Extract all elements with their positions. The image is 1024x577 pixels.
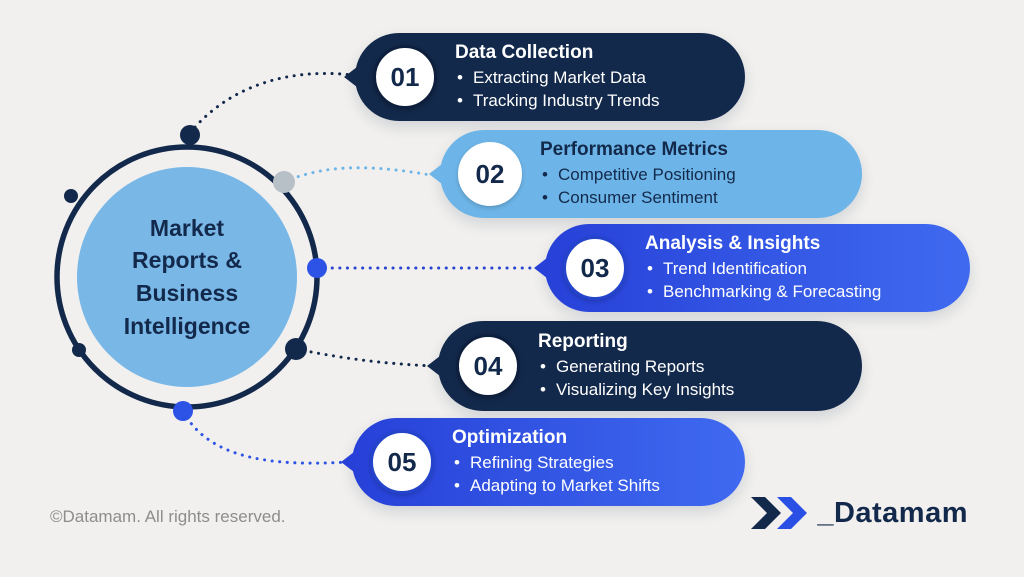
ring-dot-bottom-blue	[173, 401, 193, 421]
step-number: 02	[475, 158, 505, 189]
copyright-text: ©Datamam. All rights reserved.	[50, 507, 286, 526]
pill-tip	[429, 164, 442, 184]
step-number: 01	[390, 61, 420, 92]
step-content: Analysis & Insights Trend Identification…	[645, 224, 958, 312]
step-number-badge: 02	[458, 142, 522, 206]
pill-tip	[344, 67, 357, 87]
step-title: Analysis & Insights	[645, 233, 821, 255]
step-bullet: Competitive Positioning	[540, 164, 850, 187]
step-bullet-list: Generating Reports Visualizing Key Insig…	[538, 356, 850, 401]
step-card-data-collection: 01 Data Collection Extracting Market Dat…	[344, 33, 745, 121]
step-number: 03	[580, 252, 610, 283]
step-number-badge: 01	[373, 45, 437, 109]
datamam-chevrons-icon	[751, 497, 808, 529]
ring-dot-lower-left	[72, 343, 86, 357]
step-bullet: Extracting Market Data	[455, 67, 733, 90]
central-topic-title: Market Reports & Business Intelligence	[123, 214, 251, 339]
step-bullet-list: Trend Identification Benchmarking & Fore…	[645, 258, 958, 303]
step-number: 05	[387, 446, 417, 477]
datamam-logo: _Datamam	[751, 496, 968, 530]
step-bullet: Generating Reports	[538, 356, 850, 379]
ring-dot-upper-left	[64, 189, 78, 203]
step-bullet: Benchmarking & Forecasting	[645, 281, 958, 304]
pill-tip	[341, 452, 354, 472]
step-title: Optimization	[452, 427, 568, 449]
step-card-performance-metrics: 02 Performance Metrics Competitive Posit…	[429, 130, 862, 218]
logo-wordmark: _Datamam	[817, 496, 968, 529]
ring-dot-lower-right	[285, 338, 307, 360]
step-bullet: Visualizing Key Insights	[538, 379, 850, 402]
step-bullet: Adapting to Market Shifts	[452, 475, 733, 498]
step-title: Performance Metrics	[540, 139, 728, 161]
step-number-badge: 04	[456, 334, 520, 398]
step-content: Data Collection Extracting Market Data T…	[455, 33, 733, 121]
step-bullet-list: Competitive Positioning Consumer Sentime…	[540, 164, 850, 209]
step-card-analysis-insights: 03 Analysis & Insights Trend Identificat…	[534, 224, 970, 312]
step-bullet-list: Extracting Market Data Tracking Industry…	[455, 67, 733, 112]
step-bullet: Consumer Sentiment	[540, 187, 850, 210]
connector-line-4	[294, 347, 436, 368]
central-topic-circle: Market Reports & Business Intelligence	[77, 167, 297, 387]
step-card-optimization: 05 Optimization Refining Strategies Adap…	[341, 418, 745, 506]
step-title: Data Collection	[455, 42, 594, 64]
step-card-reporting: 04 Reporting Generating Reports Visualiz…	[427, 321, 862, 411]
connector-line-1	[188, 71, 354, 135]
ring-dot-gray	[273, 171, 295, 193]
step-bullet-list: Refining Strategies Adapting to Market S…	[452, 452, 733, 497]
step-title: Reporting	[538, 331, 628, 353]
step-content: Reporting Generating Reports Visualizing…	[538, 321, 850, 411]
step-bullet: Tracking Industry Trends	[455, 90, 733, 113]
step-bullet: Trend Identification	[645, 258, 958, 281]
pill-tip	[427, 356, 440, 376]
step-bullet: Refining Strategies	[452, 452, 733, 475]
step-number-badge: 05	[370, 430, 434, 494]
pill-tip	[534, 258, 547, 278]
step-content: Optimization Refining Strategies Adaptin…	[452, 418, 733, 506]
ring-dot-right-blue	[307, 258, 327, 278]
ring-dot-top	[180, 125, 200, 145]
connector-line-2	[282, 166, 438, 184]
connector-line-5	[181, 409, 350, 465]
step-content: Performance Metrics Competitive Position…	[540, 130, 850, 218]
step-number-badge: 03	[563, 236, 627, 300]
step-number: 04	[473, 350, 503, 381]
